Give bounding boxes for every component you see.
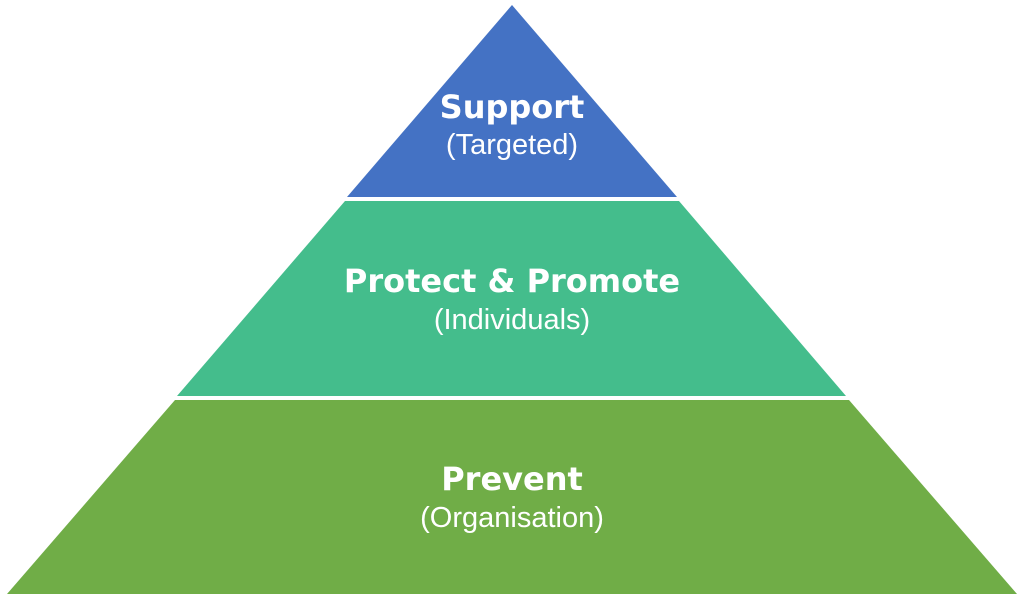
tier-prevent-shape (7, 400, 1017, 594)
tier-support: Support (Targeted) (347, 5, 677, 197)
tier-prevent-subtitle: (Organisation) (420, 502, 604, 534)
tier-protect-promote: Protect & Promote (Individuals) (177, 201, 846, 396)
tier-support-subtitle: (Targeted) (446, 129, 578, 161)
tier-support-shape (347, 5, 677, 197)
tier-protect-promote-shape (177, 201, 846, 396)
tier-protect-promote-title: Protect & Promote (344, 262, 680, 300)
tier-protect-promote-subtitle: (Individuals) (434, 304, 590, 336)
tier-support-title: Support (440, 88, 585, 126)
tier-prevent: Prevent (Organisation) (7, 400, 1017, 594)
tier-prevent-title: Prevent (441, 460, 583, 498)
